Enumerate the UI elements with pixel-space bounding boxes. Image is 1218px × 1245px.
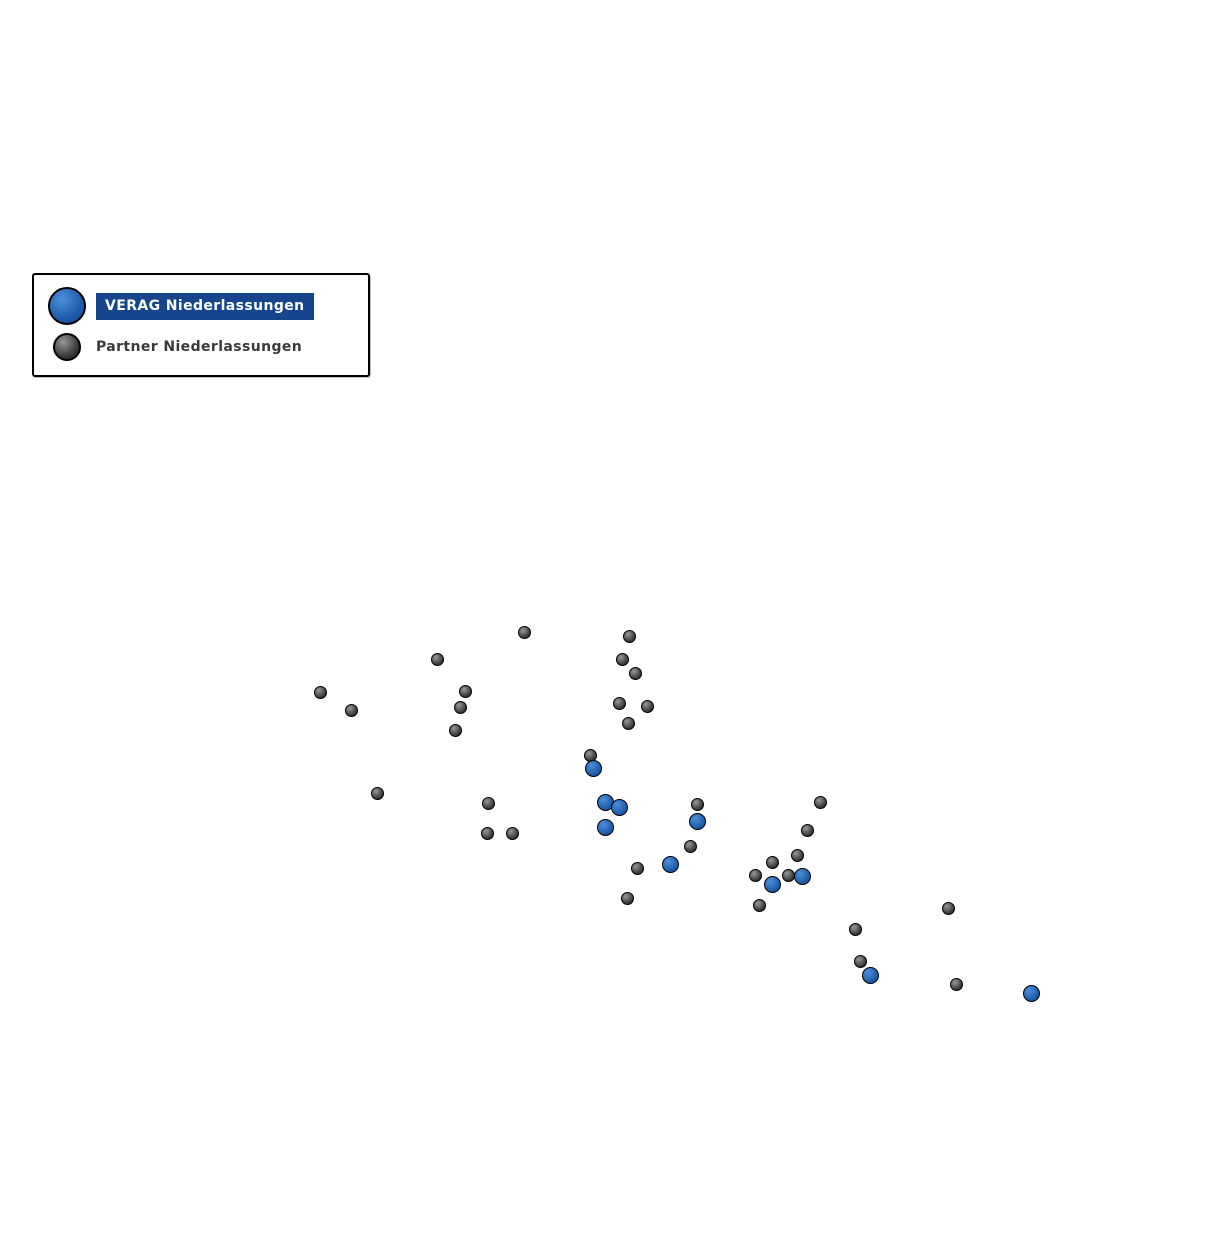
map-marker-verag[interactable] <box>861 966 879 984</box>
legend-row-partner: Partner Niederlassungen <box>44 333 354 361</box>
map-marker-partner[interactable] <box>790 848 804 862</box>
map-marker-partner[interactable] <box>612 696 626 710</box>
map-marker-partner[interactable] <box>458 684 472 698</box>
map-marker-verag[interactable] <box>763 875 781 893</box>
legend: VERAG Niederlassungen Partner Niederlass… <box>32 273 370 377</box>
map-marker-partner[interactable] <box>313 685 327 699</box>
map-marker-partner[interactable] <box>765 855 779 869</box>
map-marker-partner[interactable] <box>752 898 766 912</box>
map-marker-partner[interactable] <box>853 954 867 968</box>
map-marker-partner[interactable] <box>448 723 462 737</box>
map-marker-partner[interactable] <box>620 891 634 905</box>
map-marker-verag[interactable] <box>610 798 628 816</box>
legend-label-verag: VERAG Niederlassungen <box>96 292 314 320</box>
map-marker-partner[interactable] <box>941 901 955 915</box>
map-marker-verag[interactable] <box>584 759 602 777</box>
map-marker-partner[interactable] <box>430 652 444 666</box>
map-marker-verag[interactable] <box>1022 984 1040 1002</box>
partner-circle-icon <box>53 333 81 361</box>
map-marker-verag[interactable] <box>661 855 679 873</box>
map-marker-partner[interactable] <box>453 700 467 714</box>
map-marker-partner[interactable] <box>344 703 358 717</box>
verag-circle-icon <box>48 287 86 325</box>
partner-marker-icon <box>44 333 90 361</box>
map-marker-partner[interactable] <box>615 652 629 666</box>
map-marker-verag[interactable] <box>596 818 614 836</box>
map-marker-partner[interactable] <box>781 868 795 882</box>
map-marker-partner[interactable] <box>640 699 654 713</box>
map-marker-partner[interactable] <box>621 716 635 730</box>
map-marker-partner[interactable] <box>481 796 495 810</box>
legend-label-partner: Partner Niederlassungen <box>96 338 303 355</box>
map-marker-partner[interactable] <box>505 826 519 840</box>
map-marker-partner[interactable] <box>813 795 827 809</box>
map-marker-verag[interactable] <box>688 812 706 830</box>
legend-row-verag: VERAG Niederlassungen <box>44 287 354 325</box>
map-marker-partner[interactable] <box>517 625 531 639</box>
map-marker-partner[interactable] <box>630 861 644 875</box>
map-marker-partner[interactable] <box>370 786 384 800</box>
map-marker-partner[interactable] <box>848 922 862 936</box>
map-marker-partner[interactable] <box>683 839 697 853</box>
map-marker-partner[interactable] <box>690 797 704 811</box>
map-marker-partner[interactable] <box>800 823 814 837</box>
map-marker-partner[interactable] <box>480 826 494 840</box>
map-marker-verag[interactable] <box>793 867 811 885</box>
map-marker-partner[interactable] <box>628 666 642 680</box>
map-marker-partner[interactable] <box>622 629 636 643</box>
map-marker-partner[interactable] <box>949 977 963 991</box>
map-marker-partner[interactable] <box>748 868 762 882</box>
verag-marker-icon <box>44 287 90 325</box>
